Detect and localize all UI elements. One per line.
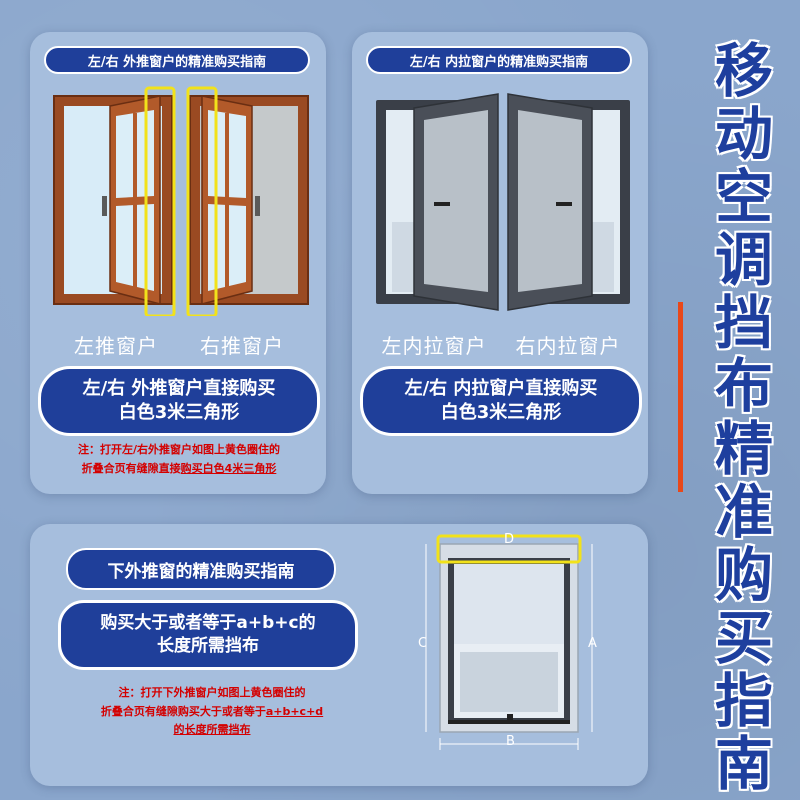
bottom-buy-line2: 长度所需挡布 [157,636,259,656]
right-inward-window-caption: 右内拉窗户 [515,334,621,358]
bottom-buy-instruction: 购买大于或者等于a+b+c的 长度所需挡布 [58,600,358,670]
inward-buy-instruction: 左/右 内拉窗户直接购买 白色3米三角形 [360,366,642,436]
title-char: 准 [714,478,773,546]
title-char: 南 [714,730,773,798]
title-char: 挡 [714,289,773,357]
bottom-buy-line1: 购买大于或者等于a+b+c的 [100,613,316,634]
inward-window-header-text: 左/右 内拉窗户的精准购买指南 [409,54,589,70]
title-char: 动 [714,100,773,168]
bottom-note: 注：打开下外推窗户如图上黄色圈住的 折叠合页有缝隙购买大于或者等于a+b+c+d… [54,684,370,740]
title-char: 指 [714,667,773,735]
page-title: 移 动 空 调 挡 布 精 准 购 买 指 南 [698,40,790,796]
accent-bar [678,302,683,492]
left-push-window-caption: 左推窗户 [74,334,158,358]
bottom-note-line2a: 折叠合页有缝隙购买大于或者等于 [100,704,266,718]
title-char: 购 [714,541,773,609]
title-char: 调 [714,226,773,294]
outward-buy-instruction: 左/右 外推窗户直接购买 白色3米三角形 [38,366,320,436]
outward-note-line2b: 购买白色4米三角形 [180,461,277,475]
right-push-window-image [186,86,309,316]
outward-window-header: 左/右 外推窗户的精准购买指南 [44,46,310,74]
title-char: 布 [714,352,773,420]
left-push-window-image [53,86,176,316]
dimension-label-d: D [504,532,515,547]
outward-note: 注：打开左/右外推窗户如图上黄色圈住的 折叠合页有缝隙直接购买白色4米三角形 [34,441,324,478]
awning-window-diagram [425,534,593,750]
right-inward-window-image [507,93,630,311]
bottom-note-line2b: a+b+c+d [265,704,324,718]
inward-buy-line1: 左/右 内拉窗户直接购买 [404,377,598,399]
title-char: 移 [714,37,773,105]
title-char: 买 [714,604,773,672]
outward-window-header-text: 左/右 外推窗户的精准购买指南 [87,54,267,70]
outward-buy-line2: 白色3米三角形 [118,402,240,423]
left-inward-window-caption: 左内拉窗户 [381,334,487,358]
dimension-label-a: A [588,636,597,651]
bottom-note-line3: 的长度所需挡布 [173,723,251,737]
outward-note-line2a: 折叠合页有缝隙直接 [81,461,181,475]
left-inward-window-image [376,93,499,311]
inward-window-header: 左/右 内拉窗户的精准购买指南 [366,46,632,74]
title-char: 精 [714,415,773,483]
bottom-window-header-text: 下外推窗的精准购买指南 [107,561,295,582]
right-push-window-caption: 右推窗户 [200,334,284,358]
bottom-note-line1: 注：打开下外推窗户如图上黄色圈住的 [118,686,306,699]
title-char: 空 [714,163,773,231]
outward-note-line1: 注：打开左/右外推窗户如图上黄色圈住的 [77,443,281,456]
outward-buy-line1: 左/右 外推窗户直接购买 [82,377,276,399]
inward-buy-line2: 白色3米三角形 [440,402,562,423]
dimension-label-b: B [506,734,515,749]
bottom-window-header: 下外推窗的精准购买指南 [66,548,336,590]
dimension-label-c: C [418,636,428,651]
